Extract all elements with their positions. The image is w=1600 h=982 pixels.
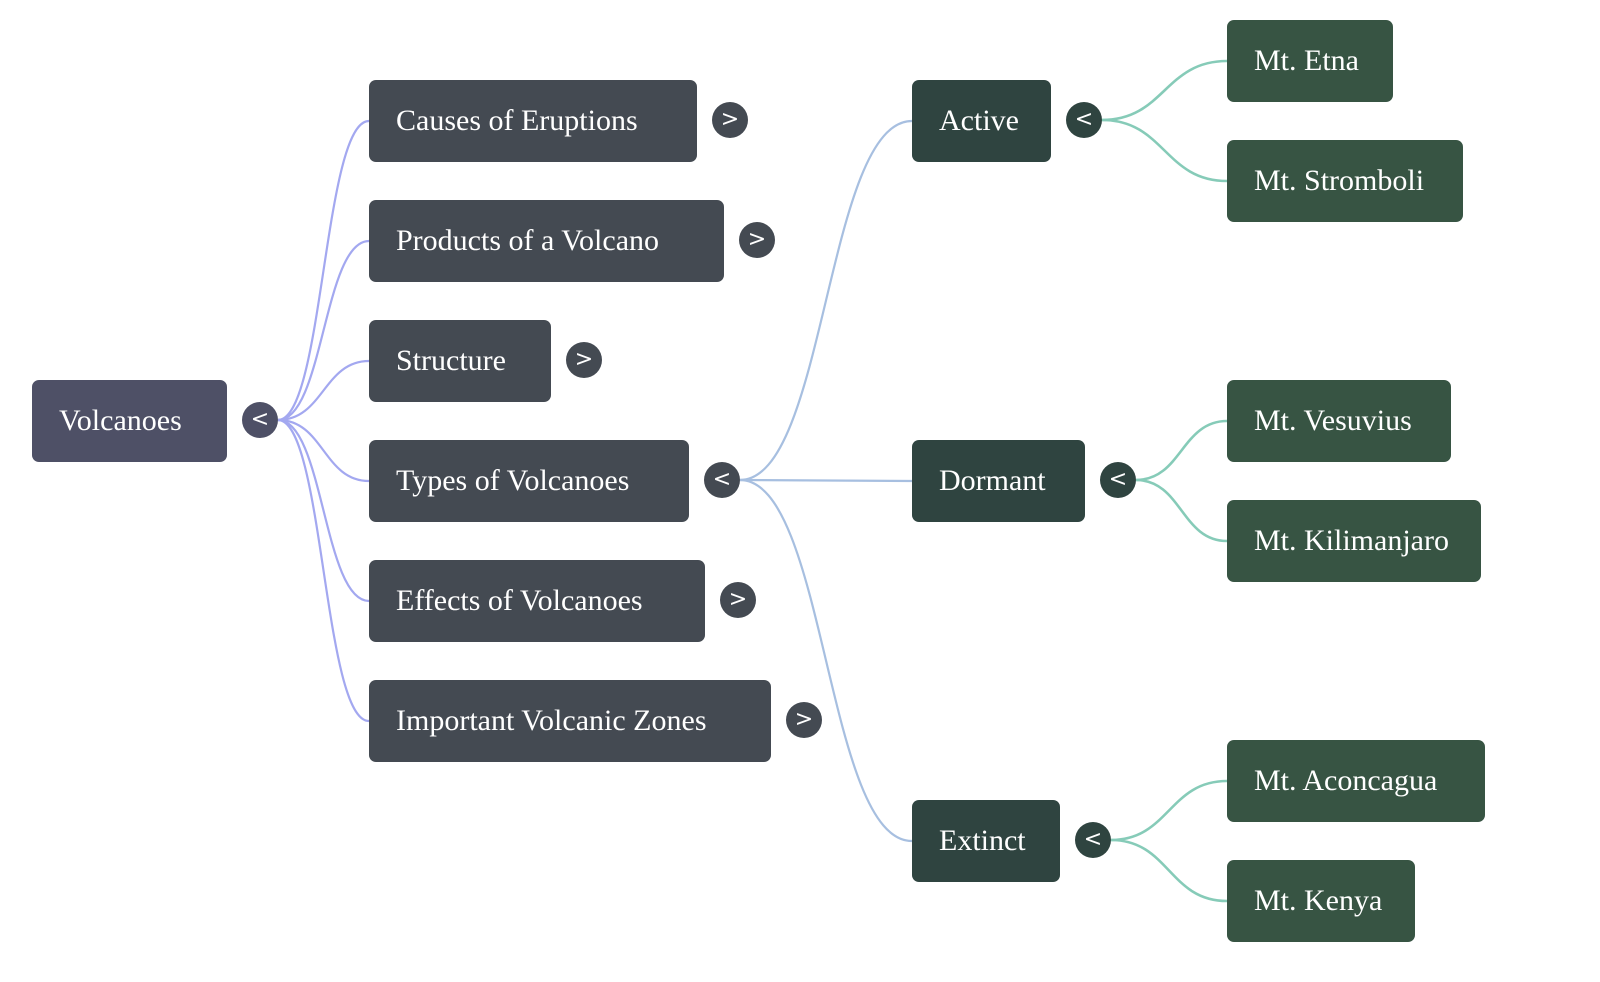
topic-node-effects-of-volcanoes[interactable]: Effects of Volcanoes <box>369 560 705 642</box>
edge-type-to-example <box>1135 478 1228 543</box>
topic-node-structure[interactable]: Structure <box>369 320 551 402</box>
edge-types-to-type <box>739 478 913 843</box>
example-node-mt-etna[interactable]: Mt. Etna <box>1227 20 1393 102</box>
edge-types-to-type <box>739 119 913 482</box>
topic-node-products-of-a-volcano[interactable]: Products of a Volcano <box>369 200 724 282</box>
edge-root-to-topic <box>277 239 370 422</box>
expand-toggle-icon[interactable]: > <box>739 222 775 258</box>
edge-root-to-topic <box>277 418 370 603</box>
edge-type-to-example <box>1101 59 1228 122</box>
edge-type-to-example <box>1110 779 1228 842</box>
expand-toggle-icon[interactable]: > <box>712 102 748 138</box>
edge-types-to-type <box>739 478 913 483</box>
expand-toggle-icon[interactable]: > <box>786 702 822 738</box>
edge-type-to-example <box>1110 838 1228 903</box>
edge-type-to-example <box>1101 118 1228 183</box>
topic-node-important-volcanic-zones[interactable]: Important Volcanic Zones <box>369 680 771 762</box>
collapse-toggle-icon[interactable]: < <box>1075 822 1111 858</box>
collapse-toggle-icon[interactable]: < <box>1100 462 1136 498</box>
collapse-toggle-icon[interactable]: < <box>242 402 278 438</box>
collapse-toggle-icon[interactable]: < <box>1066 102 1102 138</box>
root-node-volcanoes[interactable]: Volcanoes <box>32 380 227 462</box>
example-node-mt-vesuvius[interactable]: Mt. Vesuvius <box>1227 380 1451 462</box>
example-node-mt-kenya[interactable]: Mt. Kenya <box>1227 860 1415 942</box>
type-node-dormant[interactable]: Dormant <box>912 440 1085 522</box>
edge-root-to-topic <box>277 418 370 483</box>
example-node-mt-kilimanjaro[interactable]: Mt. Kilimanjaro <box>1227 500 1481 582</box>
example-node-mt-stromboli[interactable]: Mt. Stromboli <box>1227 140 1463 222</box>
expand-toggle-icon[interactable]: > <box>720 582 756 618</box>
topic-node-types-of-volcanoes[interactable]: Types of Volcanoes <box>369 440 689 522</box>
type-node-extinct[interactable]: Extinct <box>912 800 1060 882</box>
topic-node-causes-of-eruptions[interactable]: Causes of Eruptions <box>369 80 697 162</box>
expand-toggle-icon[interactable]: > <box>566 342 602 378</box>
example-node-mt-aconcagua[interactable]: Mt. Aconcagua <box>1227 740 1485 822</box>
type-node-active[interactable]: Active <box>912 80 1051 162</box>
edge-root-to-topic <box>277 418 370 723</box>
edge-root-to-topic <box>277 359 370 422</box>
edge-root-to-topic <box>277 119 370 422</box>
collapse-toggle-icon[interactable]: < <box>704 462 740 498</box>
edge-type-to-example <box>1135 419 1228 482</box>
